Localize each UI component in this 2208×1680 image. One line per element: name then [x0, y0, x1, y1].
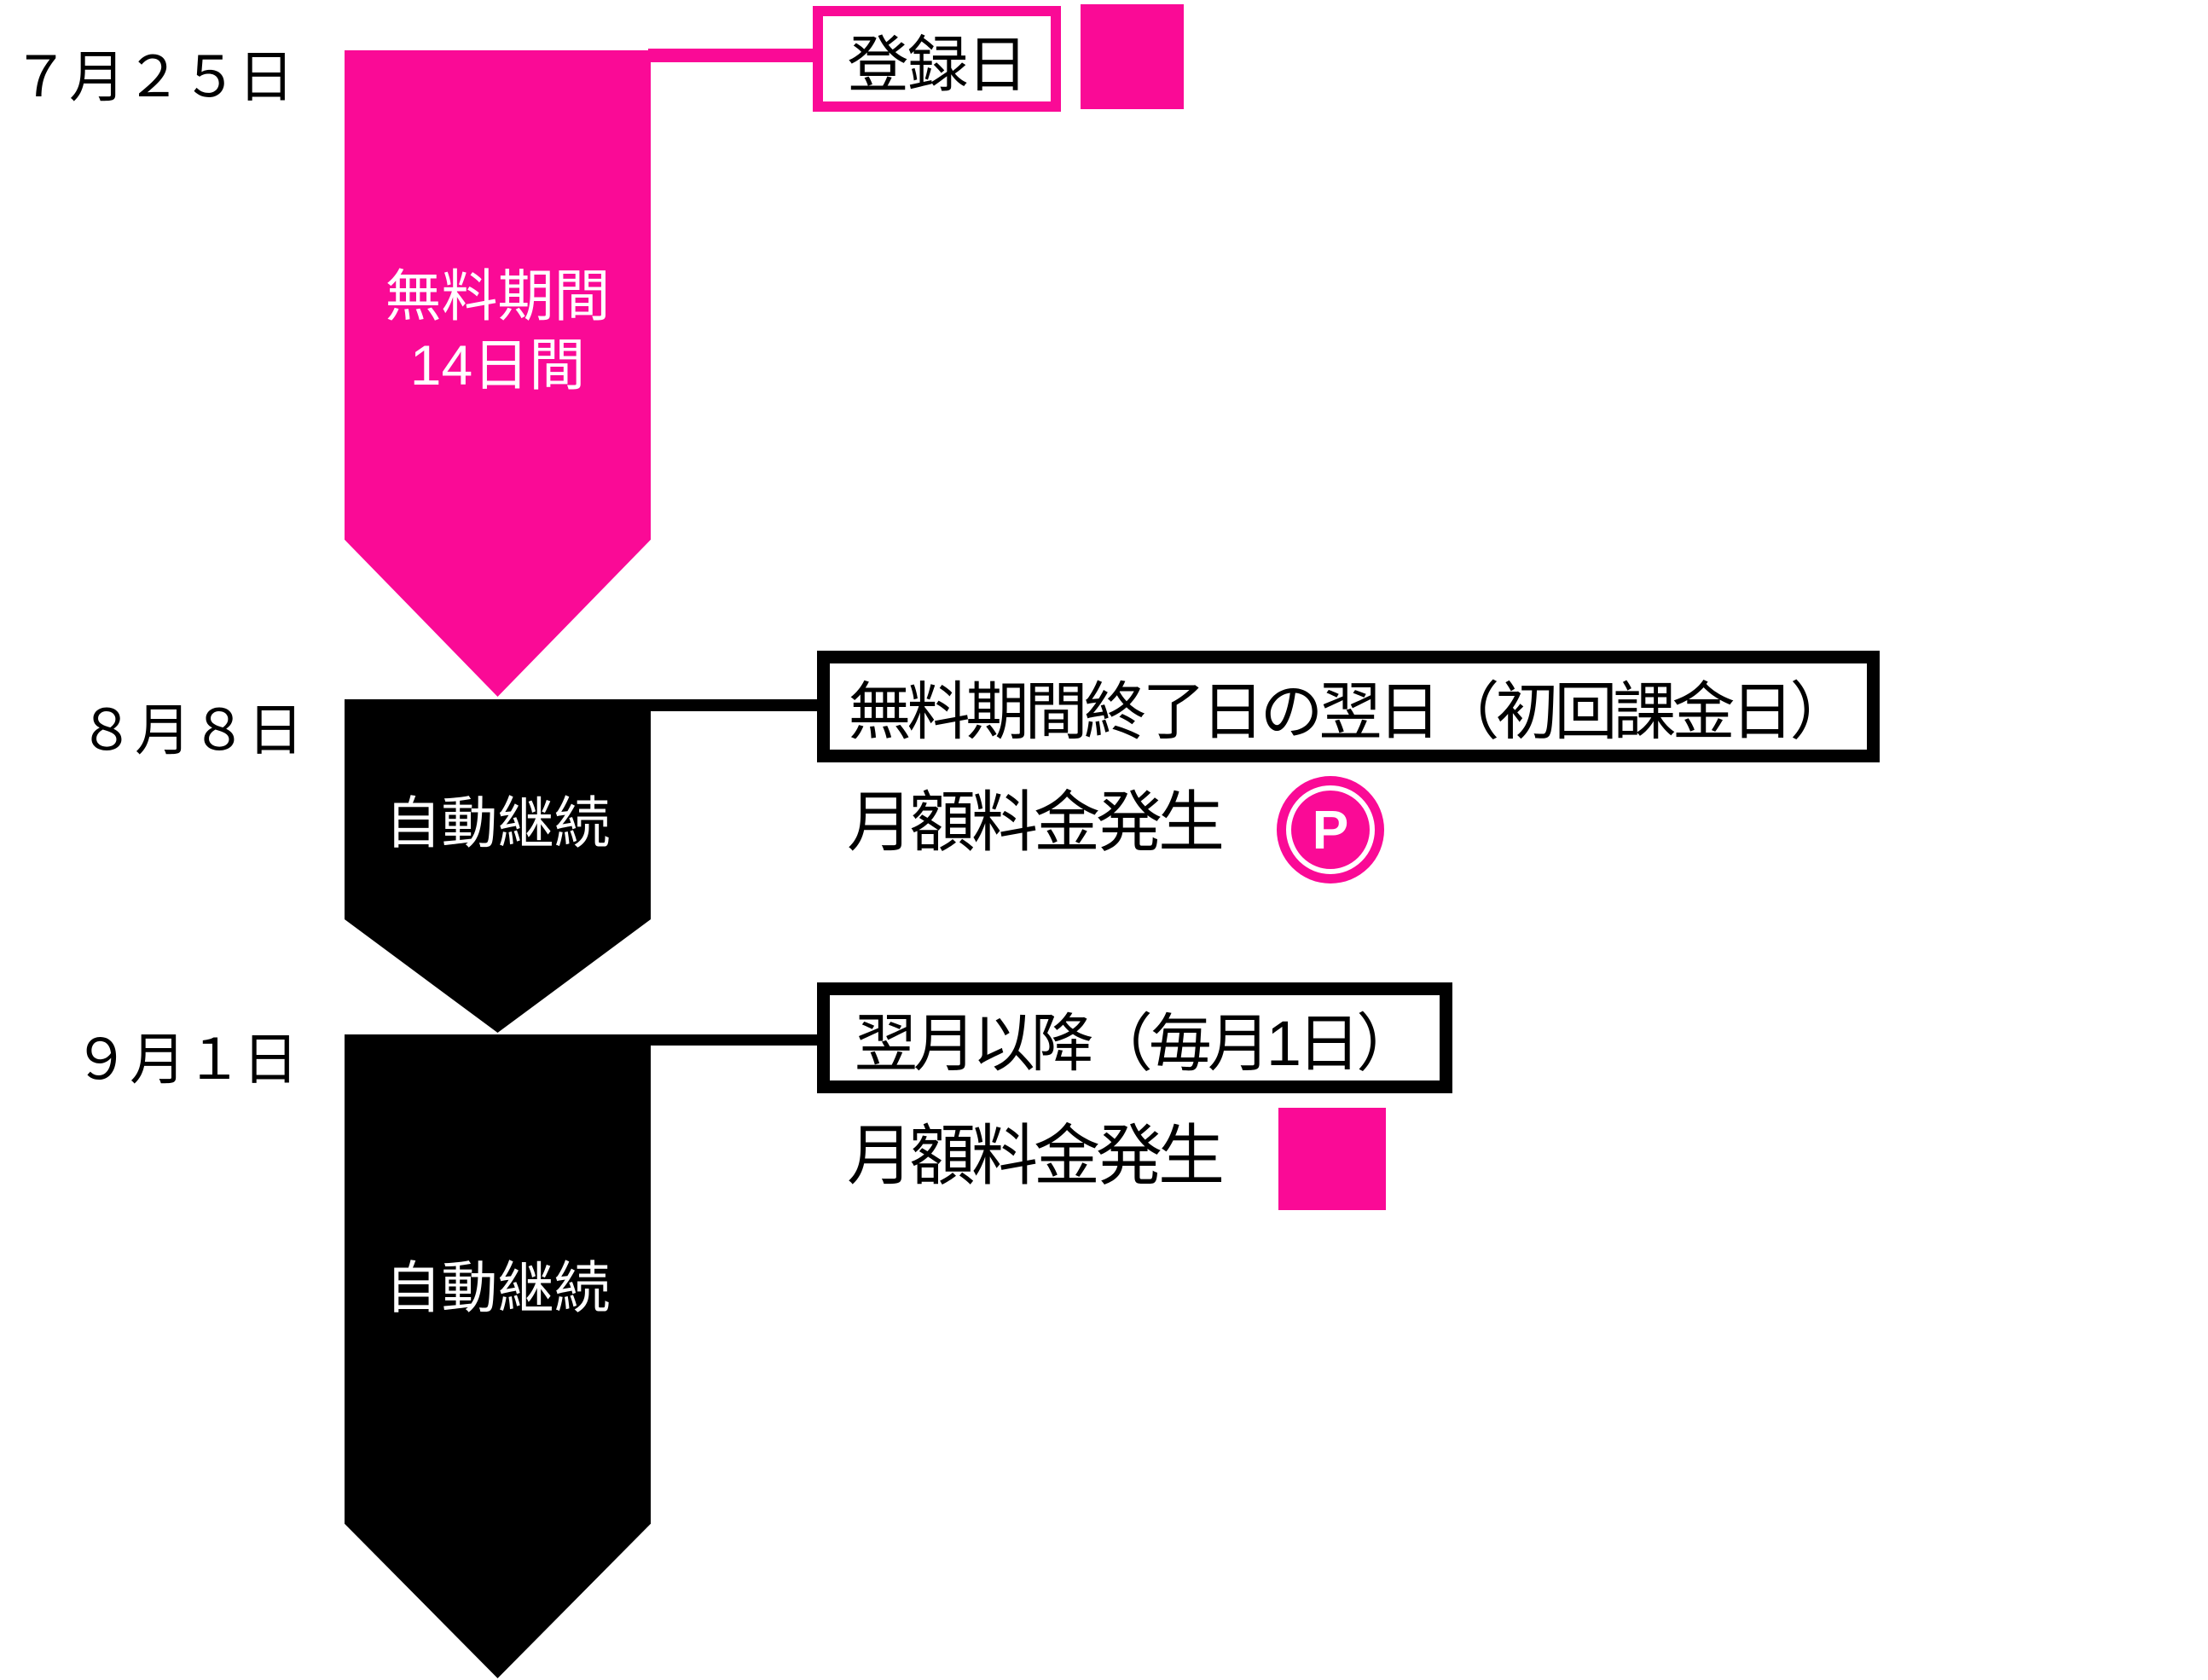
auto-renew-arrow-2: 自動継続	[345, 1034, 651, 1678]
free-period-line-1: 無料期間	[385, 264, 611, 327]
date-label-jul25: ７月２５日	[13, 45, 294, 108]
pink-square-marker-monthly	[1278, 1108, 1386, 1210]
connector-line-monthly	[648, 1034, 826, 1046]
point-icon-letter: P	[1312, 799, 1349, 860]
pink-square-marker-registration	[1081, 4, 1184, 109]
auto-renew-arrow-1: 自動継続	[345, 699, 651, 1033]
date-label-aug8: ８月８日	[78, 698, 304, 762]
connector-line-registration	[648, 49, 819, 62]
auto-renew-arrow-1-label: 自動継続	[385, 791, 611, 854]
auto-renew-arrow-2-label: 自動継続	[385, 1256, 611, 1319]
free-period-line-2: 14日間	[409, 333, 586, 397]
monthly-billing-box: 翌月以降（毎月1日）	[817, 982, 1452, 1093]
free-period-arrow: 無料期間 14日間	[345, 50, 651, 697]
connector-line-first-billing	[648, 699, 823, 711]
point-icon-ring	[1286, 785, 1375, 874]
point-icon: P	[1277, 776, 1384, 883]
first-billing-day-box: 無料期間終了日の翌日（初回課金日）	[817, 651, 1880, 762]
registration-day-box: 登録日	[813, 6, 1061, 112]
date-label-sep1: ９月１日	[73, 1028, 298, 1091]
monthly-fee-note-1: 月額料金発生	[847, 785, 1225, 860]
monthly-fee-note-2: 月額料金発生	[847, 1118, 1225, 1193]
free-period-arrow-label: 無料期間 14日間	[345, 262, 651, 400]
